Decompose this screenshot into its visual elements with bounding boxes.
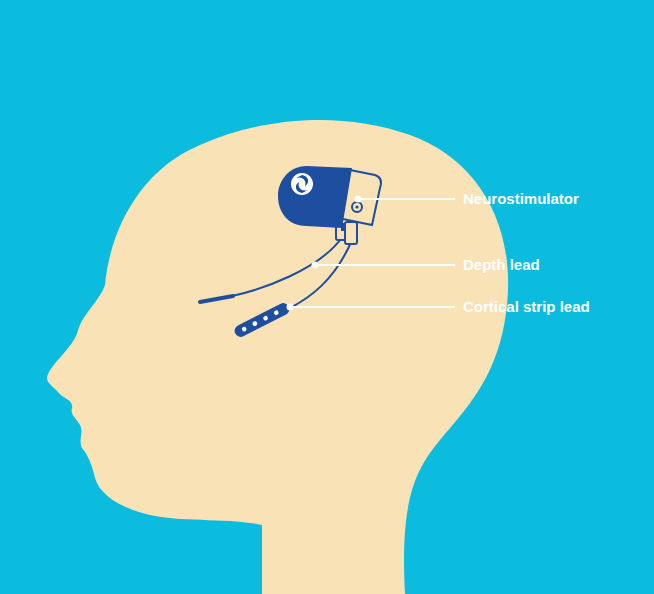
head-silhouette bbox=[47, 120, 508, 594]
cortical-strip-paddle bbox=[233, 301, 292, 339]
part-label: Neurostimulator bbox=[463, 190, 579, 208]
part-label: Depth lead bbox=[463, 256, 540, 274]
logo-mark bbox=[296, 175, 308, 193]
cortical-lead-wire bbox=[288, 240, 352, 309]
logo-circle bbox=[291, 173, 313, 195]
neurostimulator-body bbox=[278, 166, 352, 228]
leader-lines bbox=[290, 199, 455, 307]
ferrule-screw bbox=[355, 205, 358, 208]
part-label: Cortical strip lead bbox=[463, 298, 590, 316]
depth-lead-tip bbox=[200, 296, 233, 302]
leader-dots bbox=[287, 196, 362, 311]
